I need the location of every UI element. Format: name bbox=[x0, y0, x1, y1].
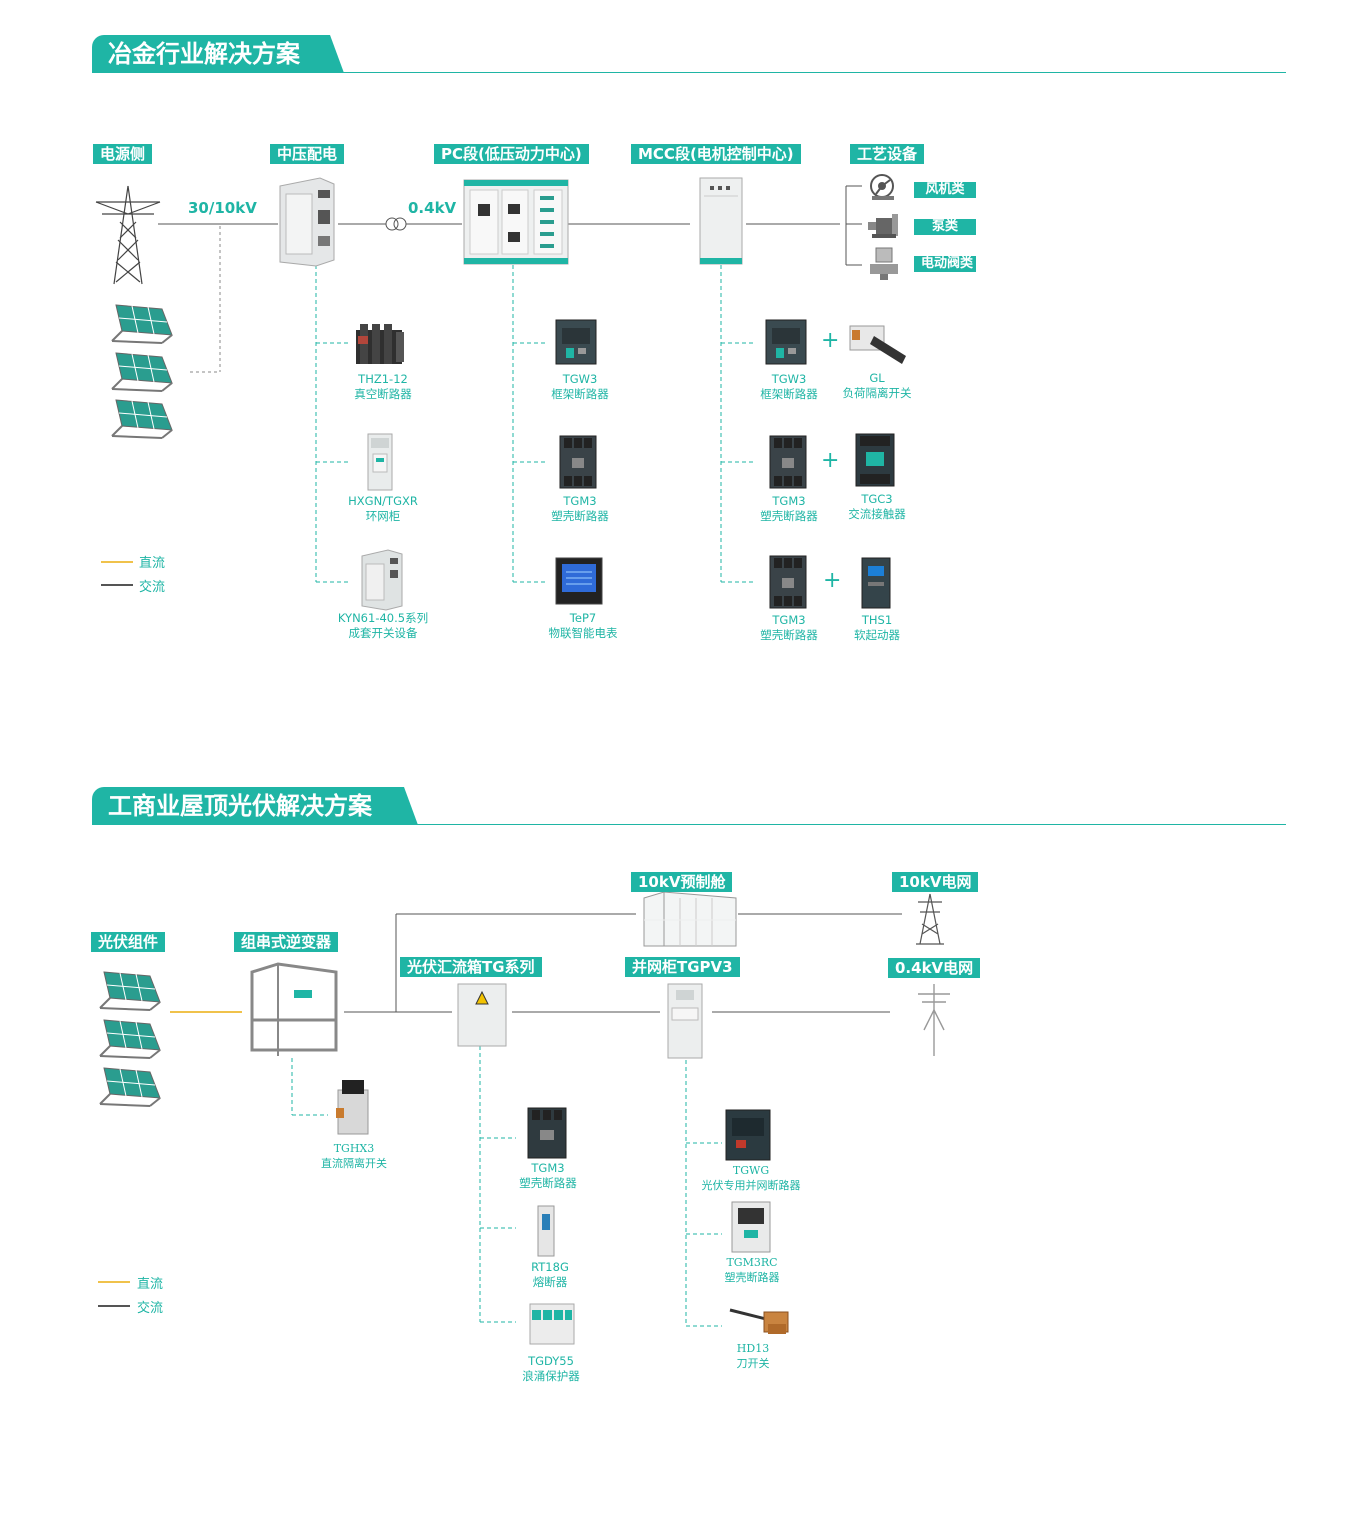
combiner-box-icon bbox=[457, 983, 507, 1047]
mccb-icon bbox=[769, 435, 807, 489]
ring-main-unit-icon bbox=[367, 433, 393, 491]
tag-04kv-grid: 0.4kV电网 bbox=[888, 958, 981, 978]
dc-isolator-icon bbox=[336, 1080, 369, 1135]
voltage-hv: 30/10kV bbox=[188, 199, 257, 217]
soft-starter-icon bbox=[861, 557, 891, 609]
plus-sign: + bbox=[821, 328, 840, 353]
tag-mcc-section: MCC段(电机控制中心) bbox=[631, 144, 801, 164]
voltage-lv: 0.4kV bbox=[408, 199, 457, 217]
legend-dc-line bbox=[101, 561, 133, 563]
legend-ac-label: 交流 bbox=[137, 1301, 164, 1316]
switchgear-icon bbox=[361, 549, 403, 611]
transmission-tower-icon bbox=[95, 185, 161, 285]
legend-dc-label: 直流 bbox=[139, 556, 166, 571]
tag-pv-modules: 光伏组件 bbox=[91, 932, 166, 952]
transmission-tower-icon bbox=[916, 893, 944, 945]
rcd-mccb-icon bbox=[731, 1201, 771, 1253]
tag-grid-cabinet: 并网柜TGPV3 bbox=[625, 957, 740, 977]
load-isolator-icon bbox=[849, 325, 906, 364]
frame-breaker-icon bbox=[765, 319, 807, 365]
section1-rule bbox=[330, 72, 1286, 73]
pc-cabinet-icon bbox=[463, 179, 569, 265]
vacuum-breaker-icon bbox=[356, 324, 404, 364]
prefab-cabin-icon bbox=[643, 891, 737, 947]
product-label: KYN61-40.5系列成套开关设备 bbox=[337, 611, 429, 640]
fan-icon bbox=[870, 174, 894, 200]
solar-panel-icon bbox=[99, 971, 161, 1011]
legend-ac-label: 交流 bbox=[139, 580, 166, 595]
mv-cabinet-icon bbox=[279, 177, 335, 267]
pump-icon bbox=[868, 214, 898, 238]
frame-breaker-icon bbox=[555, 319, 597, 365]
section1-title: 冶金行业解决方案 bbox=[92, 35, 344, 73]
plus-sign: + bbox=[823, 568, 842, 593]
tag-power-source: 电源侧 bbox=[93, 144, 153, 164]
tag-string-inverter: 组串式逆变器 bbox=[234, 932, 339, 952]
mcc-cabinet-icon bbox=[699, 177, 743, 265]
legend-ac-line bbox=[98, 1305, 130, 1307]
legend-dc-label: 直流 bbox=[137, 1277, 164, 1292]
string-inverter-icon bbox=[250, 962, 338, 1056]
tag-prefab-cabin: 10kV预制舱 bbox=[631, 872, 733, 892]
tag-valve: 电动阀类 bbox=[914, 256, 976, 272]
contactor-icon bbox=[855, 433, 895, 487]
solar-panel-icon bbox=[111, 304, 173, 344]
legend-ac-line bbox=[101, 584, 133, 586]
frame-breaker-icon bbox=[725, 1109, 771, 1161]
smart-meter-icon bbox=[555, 557, 603, 605]
surge-protector-icon bbox=[529, 1303, 575, 1345]
fuse-holder-icon bbox=[537, 1205, 555, 1257]
tag-combiner-box: 光伏汇流箱TG系列 bbox=[400, 957, 542, 977]
solar-panel-icon bbox=[111, 399, 173, 439]
tag-fan: 风机类 bbox=[914, 182, 976, 198]
mccb-icon bbox=[769, 555, 807, 609]
legend-dc-line bbox=[98, 1281, 130, 1283]
utility-pole-icon bbox=[918, 984, 950, 1056]
tag-pump: 泵类 bbox=[914, 219, 976, 235]
mccb-icon bbox=[527, 1107, 567, 1159]
tag-mv-distribution: 中压配电 bbox=[270, 144, 345, 164]
tag-10kv-grid: 10kV电网 bbox=[892, 872, 979, 892]
section2-title: 工商业屋顶光伏解决方案 bbox=[92, 787, 418, 825]
tag-pc-section: PC段(低压动力中心) bbox=[434, 144, 589, 164]
mccb-icon bbox=[559, 435, 597, 489]
solar-panel-icon bbox=[99, 1067, 161, 1107]
tag-process-equipment: 工艺设备 bbox=[850, 144, 925, 164]
solar-panel-icon bbox=[111, 352, 173, 392]
grid-cabinet-icon bbox=[667, 983, 703, 1059]
section2-rule bbox=[404, 824, 1286, 825]
knife-switch-icon bbox=[729, 1308, 789, 1334]
plus-sign: + bbox=[821, 448, 840, 473]
solar-panel-icon bbox=[99, 1019, 161, 1059]
electric-valve-icon bbox=[870, 247, 898, 280]
